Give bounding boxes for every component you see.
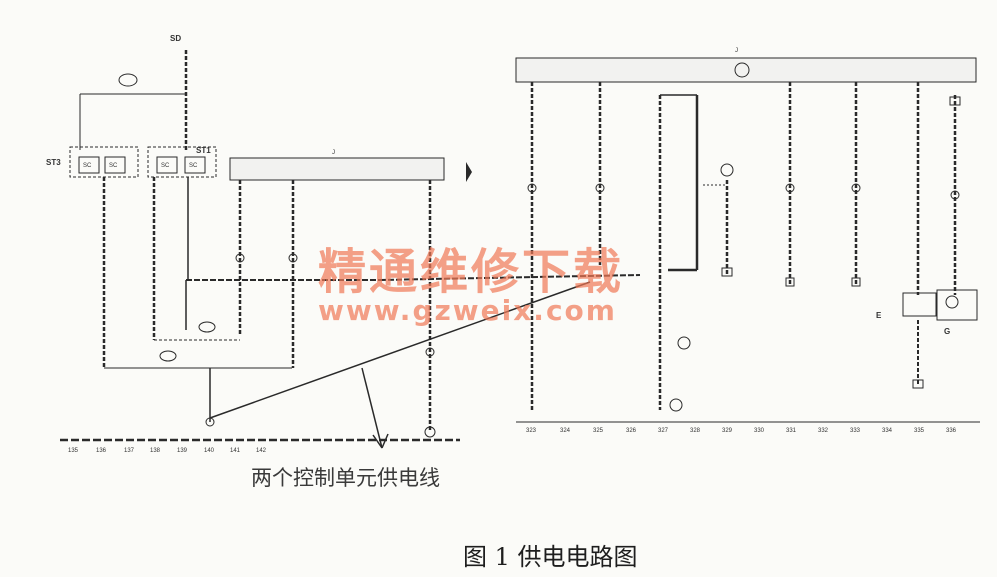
fuse-label: SC	[161, 163, 170, 169]
pin-number: 325	[593, 428, 604, 434]
pin-number: 138	[150, 448, 161, 454]
right-pin-numbers: 323 324 325 326 327 328 329 330 331 332 …	[526, 428, 957, 434]
pin-number: 135	[68, 448, 79, 454]
pin-number: 328	[690, 428, 701, 434]
watermark-cn: 精通维修下载	[318, 244, 625, 300]
left-supply-label: SD	[170, 34, 181, 43]
fuse-label: SC	[109, 163, 118, 169]
left-ecu-label: J	[332, 150, 335, 156]
pin-number: 139	[177, 448, 188, 454]
pin-number: 334	[882, 428, 893, 434]
figure-title: 图 1 供电电路图	[463, 543, 638, 571]
fuse-group-st3-label: ST3	[46, 158, 61, 167]
pin-number: 332	[818, 428, 829, 434]
fuse-group-st1-label: ST1	[196, 146, 211, 155]
pin-number: 137	[124, 448, 135, 454]
pin-number: 324	[560, 428, 571, 434]
pin-number: 331	[786, 428, 797, 434]
pin-number: 326	[626, 428, 637, 434]
pin-number: 323	[526, 428, 537, 434]
pin-number: 330	[754, 428, 765, 434]
left-pin-numbers: 135 136 137 138 139 140 141 142	[68, 448, 267, 454]
pin-number: 327	[658, 428, 669, 434]
pin-number: 142	[256, 448, 267, 454]
component-g-label: G	[944, 327, 950, 336]
watermark-url: www.gzweix.com	[318, 294, 617, 327]
pin-number: 336	[946, 428, 957, 434]
pin-number: 141	[230, 448, 241, 454]
right-ecu-label: J	[735, 48, 738, 54]
pin-number: 333	[850, 428, 861, 434]
fuse-label: SC	[83, 163, 92, 169]
pin-number: 335	[914, 428, 925, 434]
pin-number: 136	[96, 448, 107, 454]
pin-number: 329	[722, 428, 733, 434]
fuse-label: SC	[189, 163, 198, 169]
annotation-caption: 两个控制单元供电线	[251, 466, 440, 490]
pin-number: 140	[204, 448, 215, 454]
component-e-label: E	[876, 311, 882, 320]
